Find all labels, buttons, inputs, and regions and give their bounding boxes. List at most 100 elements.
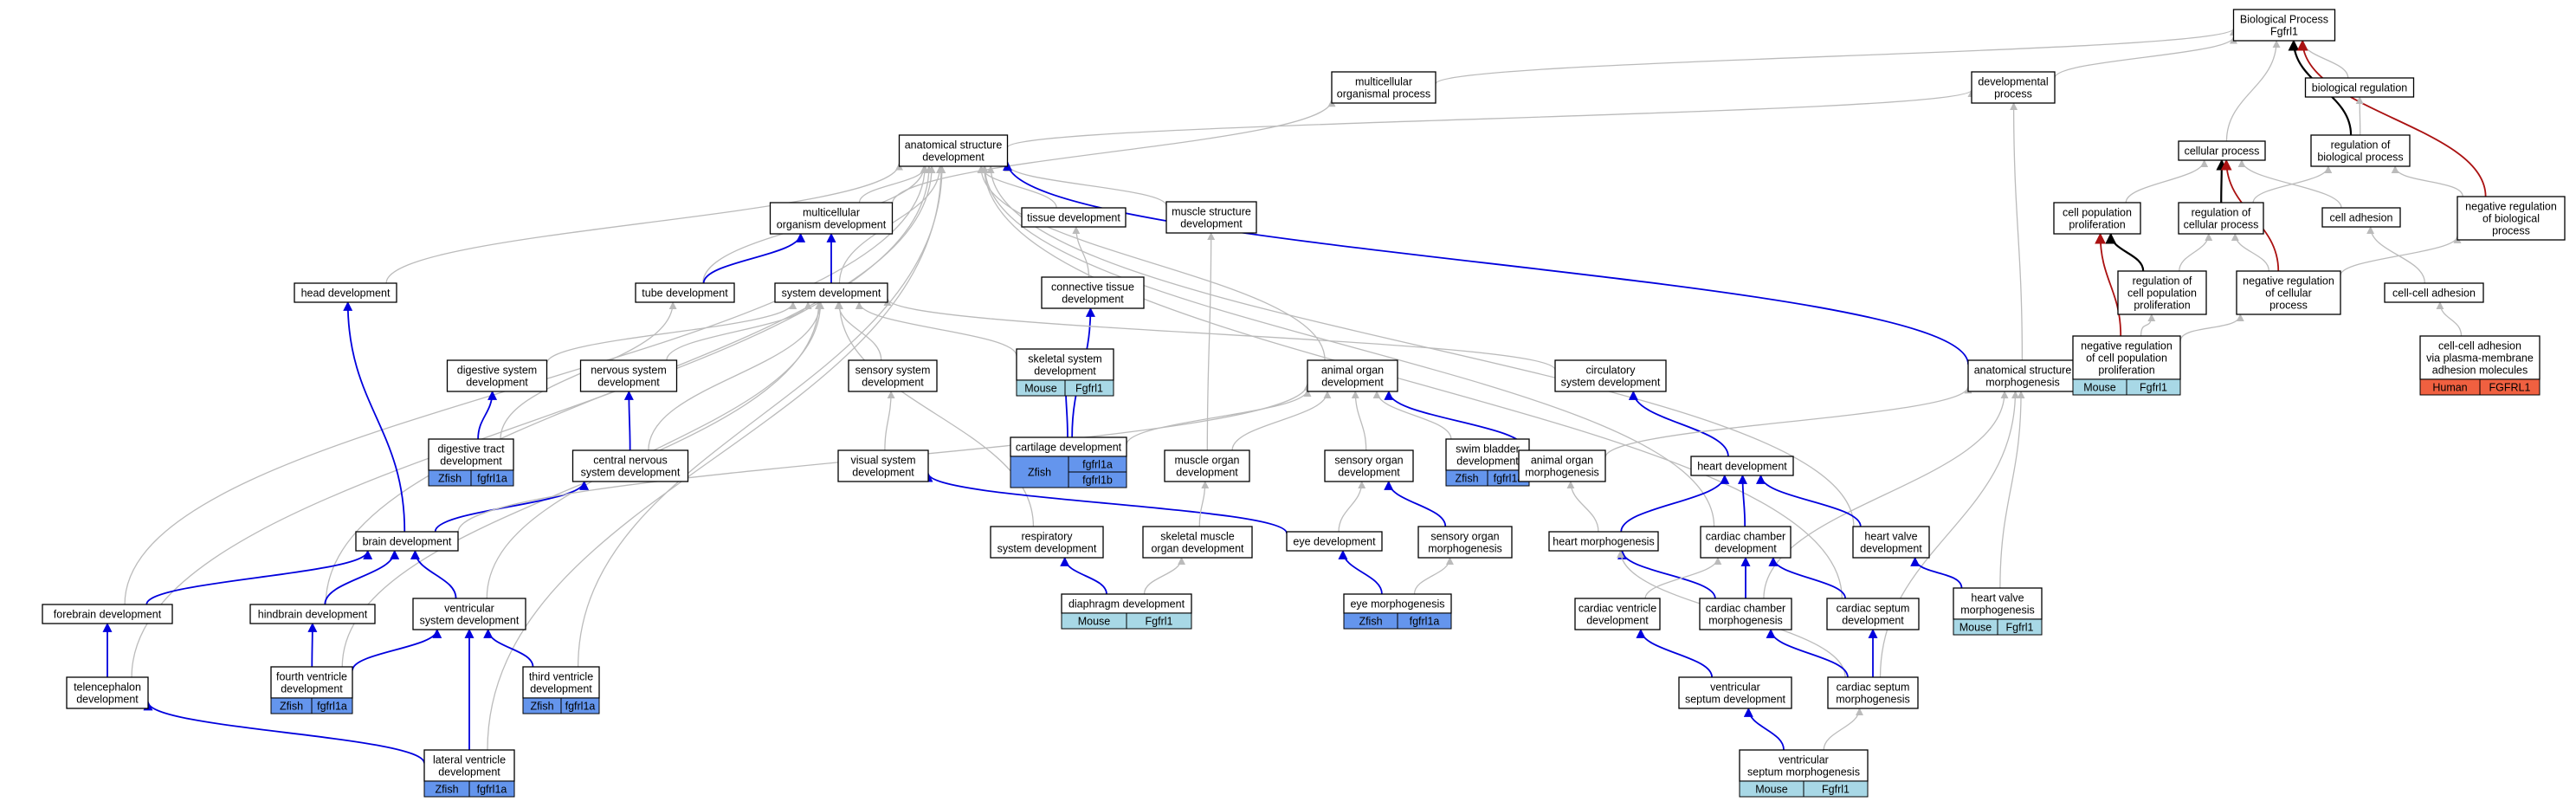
node-cca[interactable]: cell-cell adhesion	[2384, 282, 2484, 303]
edge-tvd-to-asd	[577, 165, 946, 668]
node-box	[1678, 676, 1792, 709]
edge-aom-to-asm	[1604, 385, 1972, 458]
node-box	[1554, 359, 1667, 392]
node-label: development	[1860, 543, 1922, 555]
node-label: morphogenesis	[1960, 604, 2034, 617]
node-tisd[interactable]: tissue development	[1021, 207, 1127, 228]
node-label: circulatory	[1586, 365, 1637, 377]
edge-nrbp-to-rbp	[2391, 165, 2463, 197]
edge-bd-to-cnsd	[434, 480, 590, 533]
node-sd[interactable]: system development	[774, 282, 888, 303]
node-label: of biological	[2482, 213, 2540, 225]
node-box	[1165, 201, 1257, 234]
node-cadh[interactable]: cell adhesion	[2321, 207, 2401, 228]
node-label: development	[862, 377, 924, 389]
node-label: swim bladder	[1456, 443, 1520, 456]
node-label: respiratory	[1021, 531, 1073, 543]
node-label: skeletal system	[1028, 353, 1101, 365]
node-bd[interactable]: brain development	[355, 531, 459, 552]
node-label: development	[530, 683, 592, 695]
node-td[interactable]: tube development	[635, 282, 735, 303]
node-cp[interactable]: cellular process	[2178, 140, 2266, 161]
gene-badge	[560, 697, 600, 714]
node-label: ventricular	[1779, 754, 1829, 766]
node-label: connective tissue	[1051, 281, 1134, 294]
node-label: nervous system	[591, 365, 667, 377]
edge-fvd-to-hbd	[307, 622, 318, 668]
edge-nrcpp-to-cpp	[2095, 232, 2122, 337]
gene-badge	[1803, 780, 1869, 798]
node-label: muscle organ	[1174, 455, 1239, 467]
node-label: cartilage development	[1016, 442, 1122, 454]
node-hrtd[interactable]: heart development	[1690, 456, 1794, 476]
species-label: Zfish	[435, 784, 458, 796]
node-label: process	[2269, 300, 2308, 312]
node-label: sensory system	[855, 365, 931, 377]
node-label: negative regulation	[2081, 340, 2172, 352]
gene-label: Fgfrl1	[1075, 383, 1103, 395]
node-label: proliferation	[2134, 300, 2190, 312]
node-eyed[interactable]: eye development	[1286, 531, 1383, 552]
node-box	[1331, 71, 1436, 104]
gene-label: fgfrl1a	[477, 784, 507, 796]
node-hm[interactable]: heart morphogenesis	[1548, 531, 1659, 552]
node-hd[interactable]: head development	[294, 282, 397, 303]
gene-badge	[2479, 378, 2540, 396]
node-box	[249, 604, 376, 624]
node-hbd[interactable]: hindbrain development	[249, 604, 376, 624]
node-label: development	[1338, 467, 1400, 479]
node-breg[interactable]: biological regulation	[2304, 77, 2415, 98]
node-box	[1016, 348, 1114, 381]
node-fbd[interactable]: forebrain development	[42, 604, 173, 624]
